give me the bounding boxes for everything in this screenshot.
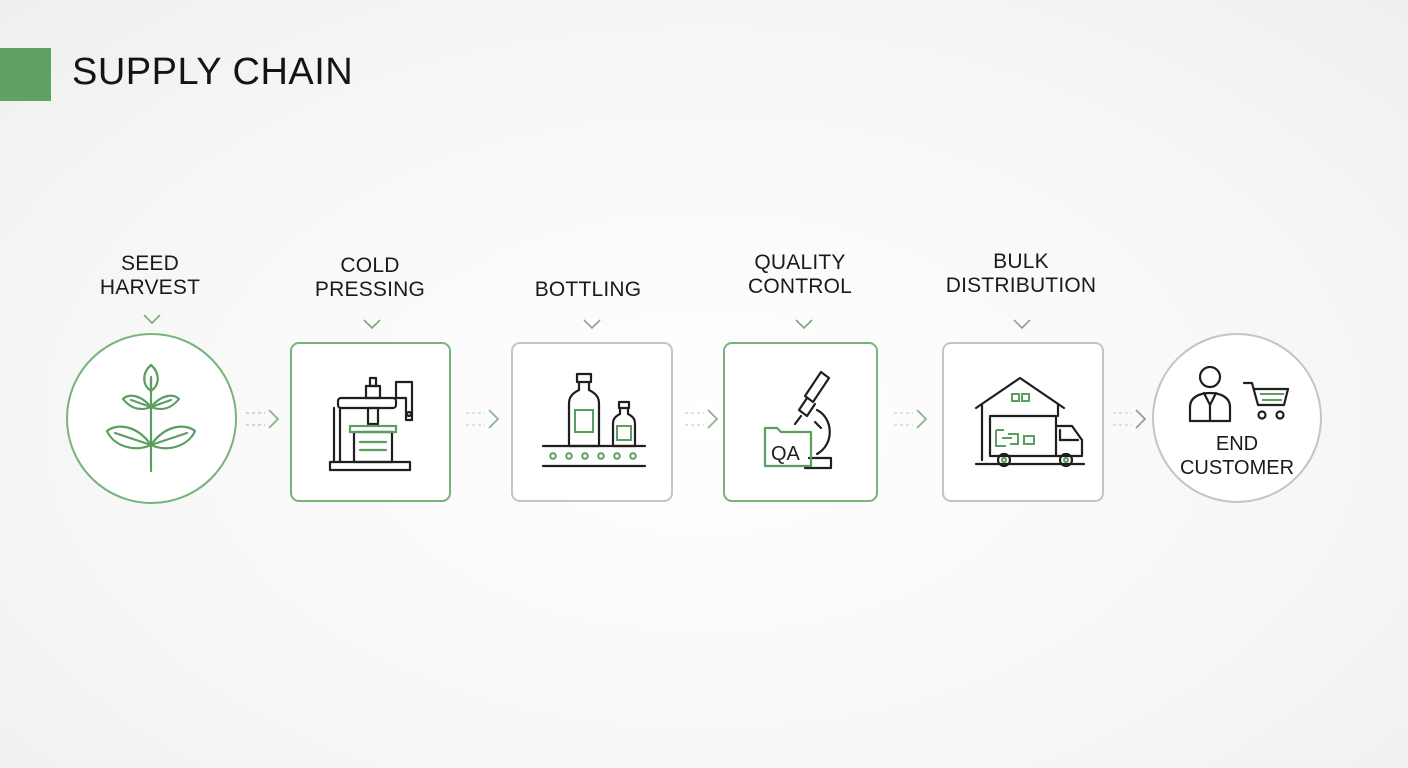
stage-label-bulk-distribution: BULK DISTRIBUTION [911, 250, 1131, 298]
flow-arrow-icon [1113, 409, 1147, 429]
warehouse-truck-icon [974, 376, 1086, 468]
bottles-conveyor-icon [541, 372, 647, 468]
page-title: SUPPLY CHAIN [72, 51, 354, 93]
stage-node-end-customer: END CUSTOMER [1152, 333, 1322, 503]
title-accent-bar [0, 48, 51, 101]
stage-label-line2: PRESSING [314, 278, 426, 301]
flow-arrow-icon [246, 409, 280, 429]
flow-arrow-icon [466, 409, 500, 429]
stage-label-line2: CUSTOMER [1179, 457, 1295, 479]
sprout-icon [105, 363, 197, 473]
stage-label-line1 [478, 254, 698, 278]
stage-node-bottling [511, 342, 673, 502]
stage-label-line1: END [1215, 433, 1259, 455]
stage-label-bottling: BOTTLING [478, 254, 698, 302]
stage-label-line2: HARVEST [99, 276, 201, 299]
flow-arrow-icon [685, 409, 719, 429]
chevron-down-icon [583, 319, 601, 329]
stage-label-line1: COLD [340, 254, 400, 277]
stage-label-line1: BULK [993, 250, 1049, 273]
stage-label-seed-harvest: SEED HARVEST [40, 252, 260, 300]
customer-cart-icon [1188, 365, 1290, 423]
stage-node-bulk-distribution [942, 342, 1104, 502]
stage-node-seed-harvest [66, 333, 237, 504]
microscope-qa-icon: QA [763, 370, 833, 470]
chevron-down-icon [1013, 319, 1031, 329]
chevron-down-icon [363, 319, 381, 329]
stage-label-line2: CONTROL [747, 275, 853, 298]
stage-label-quality-control: QUALITY CONTROL [690, 251, 910, 299]
stage-node-cold-pressing [290, 342, 451, 502]
chevron-down-icon [795, 319, 813, 329]
stage-label-line1: QUALITY [754, 251, 846, 274]
stage-label-line1: SEED [121, 252, 179, 275]
oil-press-icon [328, 376, 414, 472]
stage-label-line2: BOTTLING [534, 278, 642, 301]
stage-label-line2: DISTRIBUTION [945, 274, 1097, 297]
stage-node-quality-control: QA [723, 342, 878, 502]
chevron-down-icon [143, 314, 161, 324]
qa-badge-text: QA [771, 443, 801, 465]
stage-label-cold-pressing: COLD PRESSING [260, 254, 480, 302]
stage-label-end-customer: END CUSTOMER [1154, 432, 1320, 480]
flow-arrow-icon [894, 409, 928, 429]
